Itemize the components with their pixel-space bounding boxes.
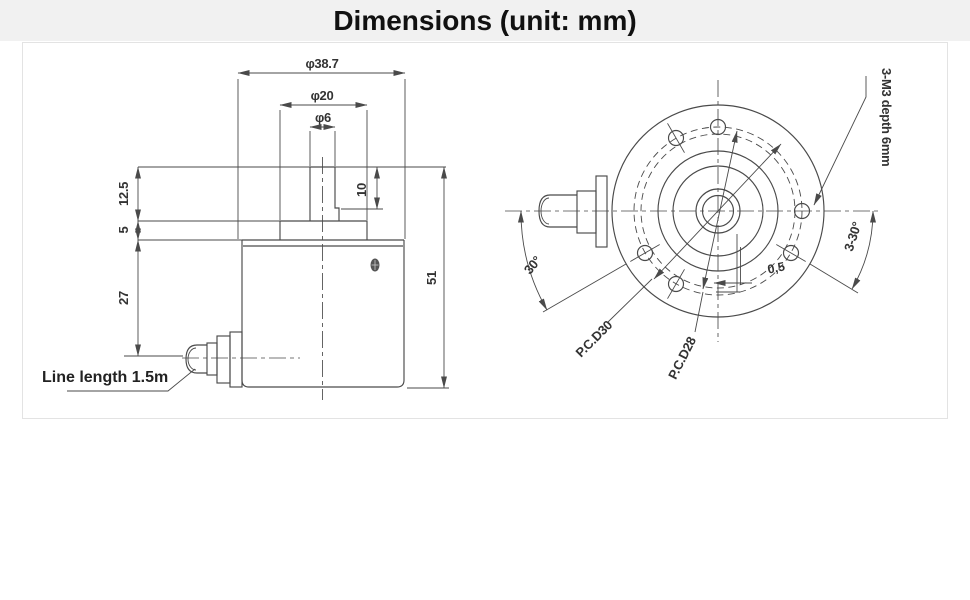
- page-title: Dimensions (unit: mm): [333, 4, 637, 36]
- cable: [185, 344, 207, 374]
- angle-dim-left: 30°: [517, 210, 627, 313]
- side-view: φ38.7 φ20 φ6 10: [42, 56, 449, 400]
- dim-shaft-length: 10: [341, 166, 383, 210]
- dim-chain-left: 12.5 5 27: [116, 166, 183, 357]
- front-view: P.C.D30 P.C.D28 30° 3-30° 3-M3 depth 6mm: [505, 68, 894, 382]
- offset-dim: 0,5: [713, 234, 786, 293]
- pcd28-label: P.C.D28: [665, 334, 699, 381]
- cable-connector-side: [182, 331, 300, 388]
- angle-dim-right: 3-30°: [809, 210, 877, 294]
- pcd28-diameter-line: [702, 130, 738, 290]
- m3-note-label: 3-M3 depth 6mm: [879, 68, 894, 166]
- m3-note: 3-M3 depth 6mm: [813, 68, 894, 206]
- dim-shaft-length-label: 10: [354, 183, 369, 197]
- cable-note: Line length 1.5m: [42, 368, 196, 392]
- pcd30-label: P.C.D30: [572, 317, 615, 360]
- dim-phi38-7: φ38.7: [237, 56, 406, 239]
- dim-boss-diameter-label: φ20: [311, 88, 334, 103]
- hole-210deg: [636, 244, 654, 262]
- dim-shaft-exposed-label: 12.5: [116, 182, 131, 206]
- offset-label: 0,5: [766, 259, 786, 276]
- pcd-labels: P.C.D30 P.C.D28: [572, 278, 704, 382]
- cable-note-label: Line length 1.5m: [42, 369, 168, 386]
- dim-boss-height-label: 5: [116, 226, 131, 233]
- dim-total-height-label: 51: [424, 271, 439, 285]
- dim-shaft-diameter-label: φ6: [315, 110, 331, 125]
- cable-connector-front: [538, 175, 608, 248]
- dim-phi20: φ20: [279, 88, 368, 220]
- boss: [279, 220, 368, 240]
- shaft: [309, 157, 340, 400]
- hole-330deg: [782, 244, 800, 262]
- dim-body-diameter-label: φ38.7: [305, 56, 338, 71]
- dim-body-to-cable-label: 27: [116, 291, 131, 305]
- encoder-body: [138, 239, 405, 388]
- angle-left-label: 30°: [521, 253, 545, 277]
- hole-0deg: [793, 202, 811, 220]
- angle-right-label: 3-30°: [841, 220, 864, 253]
- dim-total-height: 51: [407, 166, 449, 389]
- title-bar: Dimensions (unit: mm): [0, 0, 970, 41]
- dim-phi6: φ6: [309, 110, 336, 166]
